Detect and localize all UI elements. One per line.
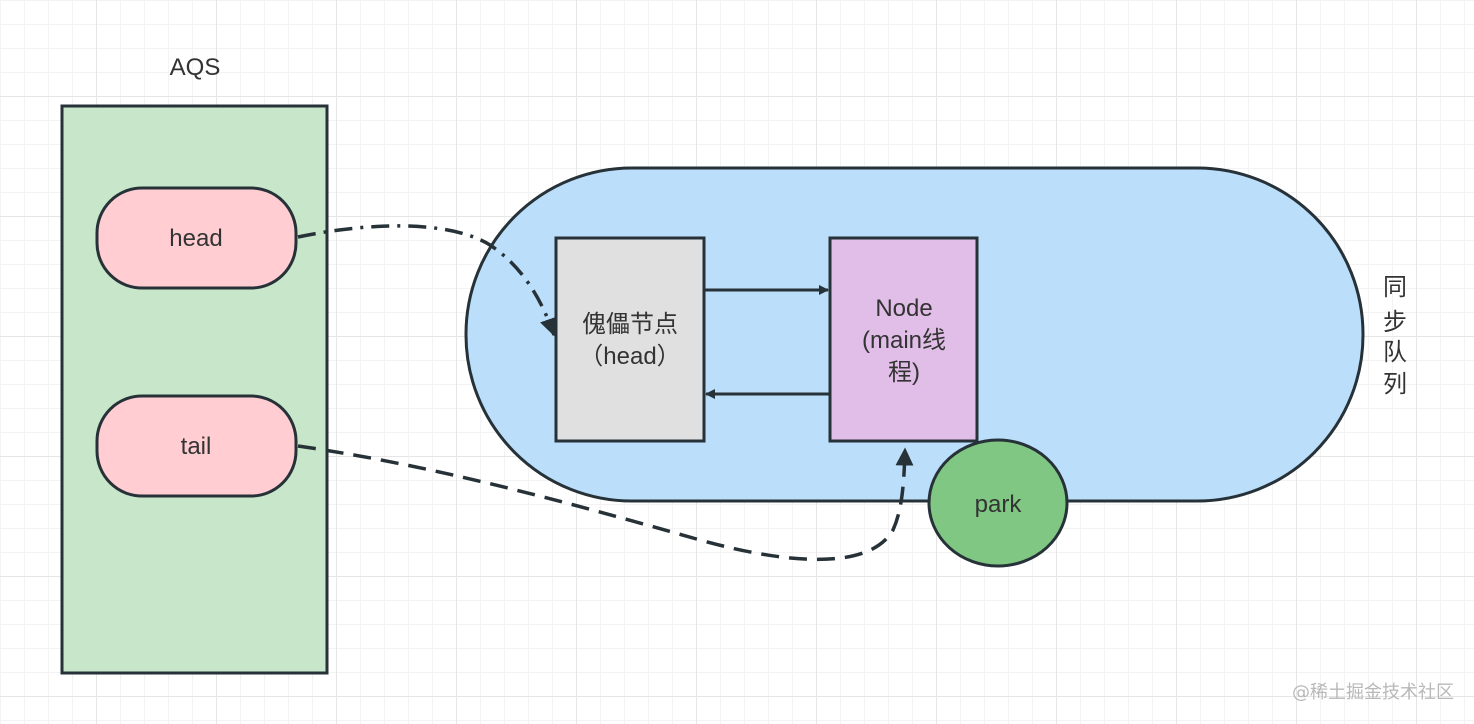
main-thread-node-line1: Node [875,295,932,322]
main-thread-node-line3: 程) [888,359,920,386]
tail-pointer-arrow [297,444,914,562]
dummy-head-node-line2: （head） [579,343,680,370]
aqs-tail-field: tail [95,394,298,498]
park-state: park [927,438,1069,568]
main-thread-node-line2: (main线 [862,327,946,354]
main-thread-node: Node (main线 程) [828,236,979,443]
dummy-head-node: 傀儡节点 （head） [554,236,706,443]
park-circle [927,438,1069,568]
park-label: park [975,491,1023,518]
sync-queue-label-char: 列 [1383,371,1407,398]
sync-queue-label-char: 队 [1383,339,1407,366]
aqs-head-label: head [169,225,222,252]
sync-queue-label-char: 步 [1383,309,1407,336]
main-thread-node-box [828,236,979,443]
aqs-title: AQS [170,54,221,81]
aqs-head-pill [95,186,298,290]
watermark: @稀土掘金技术社区 [1292,682,1454,703]
dummy-head-node-box [554,236,706,443]
aqs-tail-label: tail [181,433,212,460]
aqs-head-field: head [95,186,298,290]
sync-queue-label: 同 步 队 列 [1383,274,1407,398]
aqs-tail-pill [95,394,298,498]
sync-queue-label-char: 同 [1383,274,1407,301]
head-pointer-arrow [297,224,558,337]
dummy-head-node-line1: 傀儡节点 [582,311,678,338]
